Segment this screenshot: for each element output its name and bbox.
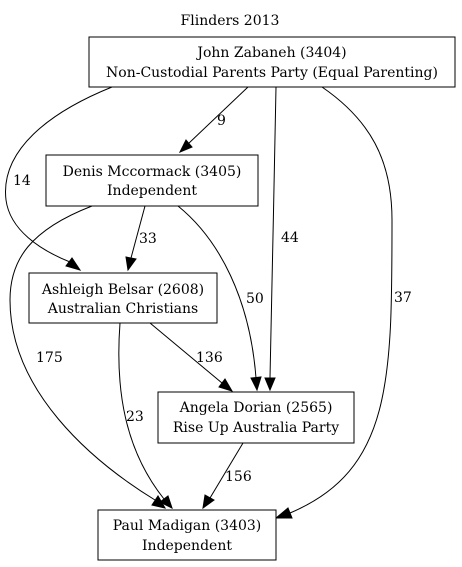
node-party: Independent	[142, 538, 232, 554]
node-name: John Zabaneh (3404)	[195, 45, 346, 61]
edge-label: 33	[139, 231, 157, 247]
node-zabaneh: John Zabaneh (3404) Non-Custodial Parent…	[88, 36, 456, 88]
edge-label: 44	[281, 230, 299, 246]
node-name: Denis Mccormack (3405)	[63, 164, 242, 180]
edge-label: 156	[225, 469, 252, 485]
node-name: Angela Dorian (2565)	[179, 400, 333, 416]
diagram-title: Flinders 2013	[181, 13, 280, 29]
node-belsar: Ashleigh Belsar (2608) Australian Christ…	[28, 272, 218, 324]
edge-mccormack-dorian: 50	[177, 205, 264, 392]
node-party: Rise Up Australia Party	[173, 420, 339, 436]
node-madigan: Paul Madigan (3403) Independent	[97, 509, 277, 561]
edge-belsar-dorian: 136	[149, 322, 234, 392]
node-dorian: Angela Dorian (2565) Rise Up Australia P…	[157, 391, 355, 444]
edge-zabaneh-mccormack: 9	[178, 86, 249, 153]
node-name: Paul Madigan (3403)	[113, 518, 262, 534]
nodes: John Zabaneh (3404) Non-Custodial Parent…	[28, 36, 456, 561]
edge-label: 14	[13, 173, 31, 189]
edge-label: 50	[246, 291, 264, 307]
edge-label: 37	[394, 290, 412, 306]
edge-mccormack-belsar: 33	[125, 205, 157, 272]
edge-belsar-madigan: 23	[118, 322, 173, 509]
edge-zabaneh-belsar: 14	[5, 86, 113, 271]
node-name: Ashleigh Belsar (2608)	[41, 282, 204, 298]
edge-zabaneh-madigan: 37	[274, 86, 412, 519]
node-mccormack: Denis Mccormack (3405) Independent	[45, 154, 259, 207]
edge-label: 175	[36, 350, 63, 366]
edge-dorian-madigan: 156	[202, 442, 252, 510]
node-party: Australian Christians	[47, 301, 198, 317]
edge-label: 136	[196, 350, 223, 366]
edge-label: 9	[217, 113, 226, 129]
node-party: Non-Custodial Parents Party (Equal Paren…	[106, 65, 438, 81]
edges: 9 14 44 37 33 50	[5, 86, 412, 519]
edge-mccormack-madigan: 175	[9, 205, 167, 509]
node-party: Independent	[107, 183, 197, 199]
edge-label: 23	[126, 409, 144, 425]
edge-zabaneh-dorian: 44	[264, 86, 299, 392]
